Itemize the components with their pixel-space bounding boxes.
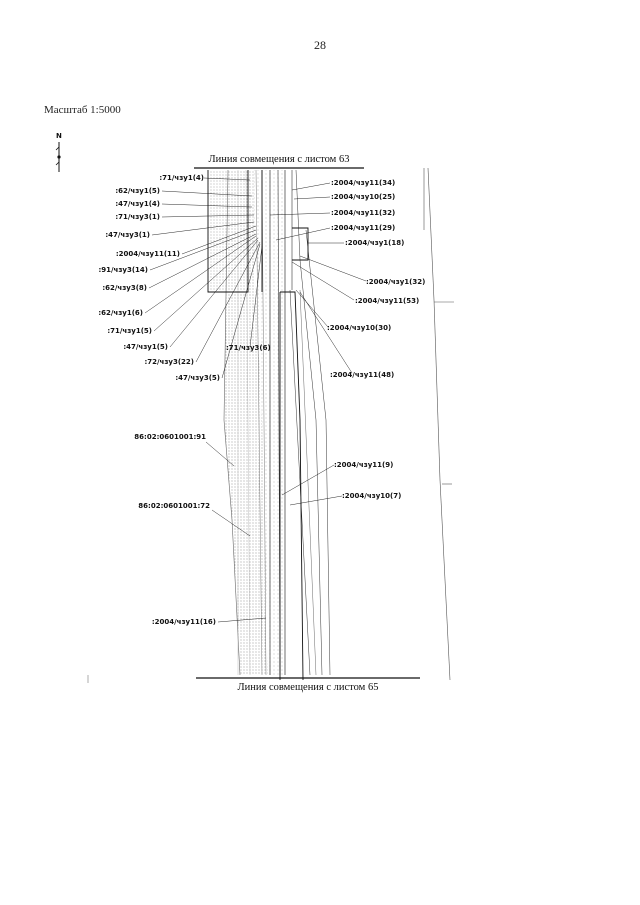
label-right-8: :2004/чзу10(30) — [327, 324, 391, 332]
label-left-12: :72/чзу3(22) — [144, 358, 194, 366]
label-left-14: :71/чзу3(6) — [226, 344, 271, 352]
top-match-label: Линия совмещения с листом 63 — [209, 154, 350, 165]
parcel-label-16: :2004/чзу11(16) — [152, 618, 216, 626]
right-labels — [269, 182, 367, 506]
parcel-label-91: 86:02:0601001:91 — [134, 433, 206, 441]
label-left-2: :62/чзу1(5) — [115, 187, 160, 195]
label-left-9: :62/чзу1(6) — [98, 309, 143, 317]
label-right-7: :2004/чзу11(53) — [355, 297, 419, 305]
label-right-10: :2004/чзу11(9) — [334, 461, 393, 469]
parcel-leaders — [205, 441, 267, 623]
label-left-5: :47/чзу3(1) — [105, 231, 150, 239]
label-right-4: :2004/чзу11(29) — [331, 224, 395, 232]
label-left-1: :71/чзу1(4) — [159, 174, 204, 182]
road-corridor — [208, 169, 331, 676]
right-boundary — [423, 167, 454, 681]
parcel-label-72: 86:02:0601001:72 — [138, 502, 210, 510]
label-right-11: :2004/чзу10(7) — [342, 492, 401, 500]
label-right-2: :2004/чзу10(25) — [331, 193, 395, 201]
label-left-7: :91/чзу3(14) — [98, 266, 148, 274]
bottom-match-label: Линия совмещения с листом 65 — [238, 682, 379, 693]
label-right-3: :2004/чзу11(32) — [331, 209, 395, 217]
scale-label: Масштаб 1:5000 — [44, 104, 121, 116]
label-right-5: :2004/чзу1(18) — [345, 239, 404, 247]
label-left-3: :47/чзу1(4) — [115, 200, 160, 208]
label-left-11: :47/чзу1(5) — [123, 343, 168, 351]
north-letter: N — [56, 132, 62, 140]
label-left-4: :71/чзу3(1) — [115, 213, 160, 221]
label-right-6: :2004/чзу1(32) — [366, 278, 425, 286]
label-left-10: :71/чзу1(5) — [107, 327, 152, 335]
label-left-6: :2004/чзу11(11) — [116, 250, 180, 258]
label-left-13: :47/чзу3(5) — [175, 374, 220, 382]
left-labels — [144, 177, 263, 379]
page-number: 28 — [314, 38, 326, 52]
label-right-9: :2004/чзу11(48) — [330, 371, 394, 379]
parcel-outlines — [207, 170, 309, 681]
label-left-8: :62/чзу3(8) — [102, 284, 147, 292]
label-right-1: :2004/чзу11(34) — [331, 179, 395, 187]
north-arrow-icon: N — [55, 132, 62, 172]
